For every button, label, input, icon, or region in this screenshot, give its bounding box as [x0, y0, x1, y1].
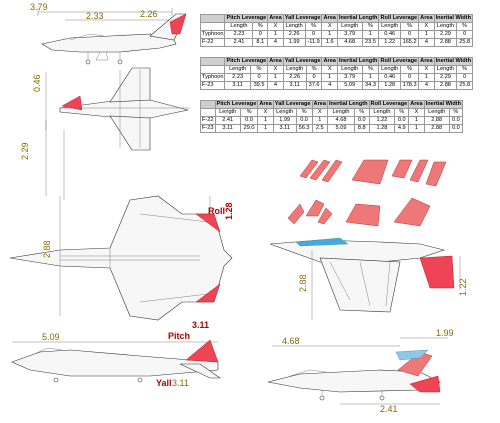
label-yaw: Yall — [156, 378, 172, 388]
f23-side-view: 5.09 Pitch Yall 3.11 — [11, 331, 221, 388]
area-shapes — [287, 159, 447, 227]
dim-f22-length: 4.68 — [282, 336, 300, 346]
dim-typhoon-length: 3.79 — [30, 2, 48, 12]
dim-f23-width: 2.88 — [42, 240, 52, 258]
table-typhoon-f23: Pitch Leverage Area Yall Leverage Area I… — [200, 57, 474, 90]
table-corner — [200, 14, 226, 23]
typhoon-side-view: 3.79 2.33 2.26 — [30, 2, 187, 65]
table-f22-f23: Pitch Leverage Area Yall Leverage Area I… — [200, 100, 464, 133]
dim-f22-width: 2.88 — [298, 274, 308, 292]
dim-typhoon-roll: 0.46 — [32, 74, 42, 92]
dim-f23-yaw: 3.11 — [172, 378, 189, 388]
tables-area: Pitch Leverage Area Yall Leverage Area I… — [200, 14, 474, 133]
dim-f23-roll: 1.28 — [224, 202, 234, 220]
label-pitch: Pitch — [168, 331, 190, 341]
typhoon-top-view: 0.46 2.29 — [20, 67, 190, 200]
dim-typhoon-yaw: 2.26 — [140, 9, 158, 19]
dim-f22-pitch: 2.41 — [380, 404, 398, 414]
f23-top-view: 2.88 Roll 1.28 3.11 — [9, 195, 234, 330]
dim-typhoon-width: 2.29 — [20, 142, 30, 160]
f22-side-view: 4.68 1.99 2.41 — [267, 328, 454, 414]
dim-f23-length: 5.09 — [42, 332, 60, 342]
dim-f22-yaw: 1.99 — [436, 328, 454, 338]
dim-typhoon-pitch: 2.33 — [86, 11, 104, 21]
table-typhoon-f22: Pitch Leverage Area Yall Leverage Area I… — [200, 14, 474, 47]
label-roll: Roll — [208, 206, 225, 216]
f22-front-view: 2.88 1.22 — [269, 237, 468, 320]
dim-f22-roll: 1.22 — [458, 278, 468, 296]
dim-f23-pitch-top: 3.11 — [192, 320, 209, 330]
